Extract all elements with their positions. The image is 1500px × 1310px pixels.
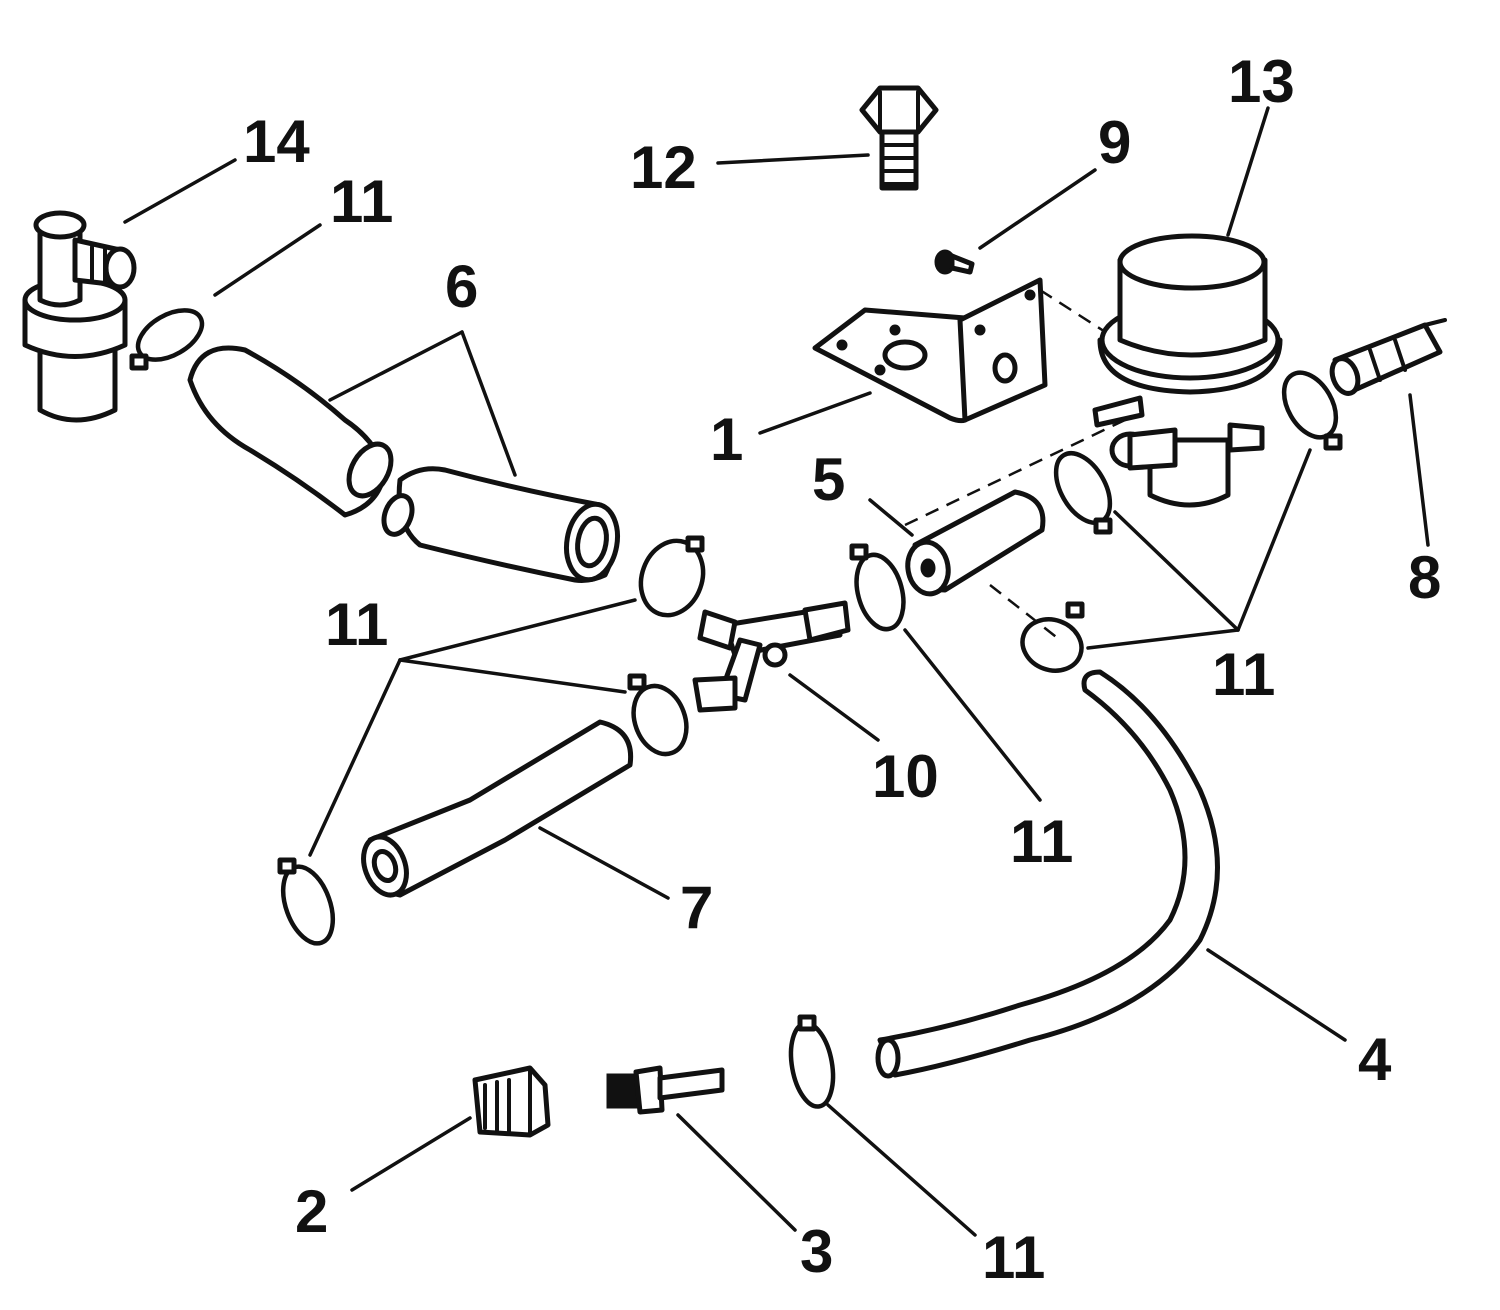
part-7-hose (361, 719, 634, 898)
clamp-b (638, 535, 706, 618)
label-8: 8 (1408, 544, 1441, 611)
clamp-i (788, 1014, 836, 1109)
label-1: 1 (710, 406, 743, 473)
label-5: 5 (812, 446, 845, 513)
part-4-long-hose (875, 669, 1220, 1079)
part-5-short-hose (905, 489, 1046, 597)
label-14: 14 (243, 108, 310, 175)
label-7: 7 (680, 874, 713, 941)
label-13: 13 (1228, 48, 1295, 115)
clamp-a (129, 308, 205, 371)
label-11-bottom: 11 (982, 1224, 1045, 1291)
part-11-clamps (129, 308, 1343, 1109)
part-13-fuel-filter (1092, 233, 1283, 508)
part-12-bolt (859, 85, 939, 191)
label-4: 4 (1358, 1026, 1392, 1093)
clamp-h (1281, 370, 1343, 451)
clamp-e (849, 543, 906, 632)
part-10-tee-fitting (692, 600, 851, 713)
label-9: 9 (1098, 109, 1131, 176)
part-1-bracket (812, 277, 1048, 424)
label-12: 12 (630, 134, 697, 201)
part-2-plug (472, 1065, 551, 1138)
leader-lines (123, 106, 1430, 1237)
label-3: 3 (800, 1218, 833, 1285)
clamp-g (1020, 601, 1085, 673)
clamp-f (1053, 451, 1113, 535)
label-6: 6 (445, 253, 478, 320)
part-14-elbow-fitting (22, 210, 137, 423)
label-10: 10 (872, 743, 939, 810)
part-3-connector (606, 1065, 725, 1115)
label-11-right: 11 (1212, 641, 1275, 708)
part-8-filter-element (1329, 318, 1447, 396)
callout-labels: 14 11 6 12 9 13 1 5 8 11 11 10 11 7 4 2 … (243, 48, 1441, 1291)
label-11-top-left: 11 (330, 168, 393, 235)
label-11-center: 11 (1010, 808, 1073, 875)
part-6-hoses (187, 345, 620, 583)
label-2: 2 (295, 1178, 328, 1245)
clamp-c (627, 673, 689, 757)
label-11-left: 11 (325, 591, 388, 658)
clamp-d (277, 857, 336, 946)
part-9-screw (934, 249, 975, 275)
